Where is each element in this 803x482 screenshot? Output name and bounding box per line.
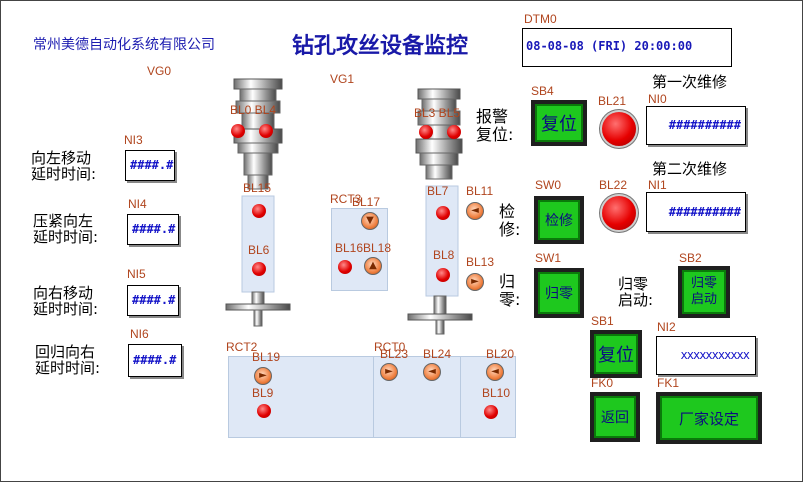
delay-input-ni6[interactable]: ####.# bbox=[128, 344, 182, 377]
button-tag-sw1: SW1 bbox=[535, 251, 562, 265]
button-tag-sw0: SW0 bbox=[535, 178, 562, 192]
lamp-tag-bl10: BL10 bbox=[482, 386, 511, 400]
alarm-reset-label: 报警复位: bbox=[476, 107, 514, 144]
return-button-label: 返回 bbox=[594, 396, 636, 438]
button-tag-sb2: SB2 bbox=[679, 251, 702, 265]
alarm-lamp-bl21 bbox=[602, 112, 636, 146]
zero-button[interactable]: 归零 bbox=[534, 268, 584, 318]
inspect-button[interactable]: 检修 bbox=[534, 196, 584, 244]
panel-rct2 bbox=[228, 356, 516, 438]
panel-tag-rct0: RCT0 bbox=[374, 340, 406, 354]
lamp-tag-bl19: BL19 bbox=[252, 350, 281, 364]
zero-button-label: 归零 bbox=[538, 272, 580, 314]
first-maintenance-display[interactable]: ########## bbox=[646, 106, 746, 145]
indicator-bl17: ▼ bbox=[361, 212, 379, 230]
input-tag-ni2: NI2 bbox=[657, 320, 676, 334]
lamp-tag-bl7: BL7 bbox=[427, 184, 449, 198]
alarm-reset-button-label: 复位 bbox=[535, 104, 583, 142]
panel-rct0 bbox=[373, 356, 461, 438]
indicator-bl13: ► bbox=[466, 273, 484, 291]
zero-label: 归零: bbox=[499, 272, 521, 309]
lamp-tag-bl15: BL15 bbox=[243, 181, 272, 195]
lamp-bl16 bbox=[338, 260, 352, 274]
lamp-tag-bl18: BL18 bbox=[363, 241, 392, 255]
delay-label-left-move: 向左移动延时时间: bbox=[31, 149, 97, 183]
lamp-tag-bl22: BL22 bbox=[599, 178, 628, 192]
button-tag-sb1: SB1 bbox=[591, 314, 614, 328]
indicator-bl19: ► bbox=[254, 367, 272, 385]
factory-settings-button-label: 厂家设定 bbox=[660, 396, 758, 440]
delay-input-ni3[interactable]: ####.# bbox=[125, 150, 175, 181]
button-tag-sb4: SB4 bbox=[531, 84, 554, 98]
lamp-bl9 bbox=[257, 404, 271, 418]
lamp-tag-bl6: BL6 bbox=[248, 243, 270, 257]
lamp-tag-bl17: BL17 bbox=[352, 195, 381, 209]
zero-start-button[interactable]: 归零启动 bbox=[678, 266, 730, 318]
graphic-tag-vg0: VG0 bbox=[147, 64, 172, 78]
button-tag-fk1: FK1 bbox=[657, 376, 680, 390]
button-tag-fk0: FK0 bbox=[591, 376, 614, 390]
reset-button-sb1-label: 复位 bbox=[594, 334, 638, 374]
delay-tag-ni5: NI5 bbox=[127, 267, 146, 281]
indicator-bl11: ◄ bbox=[466, 202, 484, 220]
lamp-bl15 bbox=[252, 204, 266, 218]
second-maintenance-display[interactable]: ########## bbox=[646, 192, 746, 232]
datetime-display: 08-08-08 (FRI) 20:00:00 bbox=[522, 28, 732, 67]
panel-tag-rct3: RCT3 bbox=[330, 192, 362, 206]
lamp-bl4 bbox=[259, 124, 273, 138]
panel-tag-rct2: RCT2 bbox=[226, 340, 258, 354]
lamp-tag-bl0-bl4: BL0 BL4 bbox=[230, 103, 277, 117]
company-name: 常州美德自动化系统有限公司 bbox=[33, 37, 215, 53]
lamp-bl8 bbox=[436, 268, 450, 282]
lamp-tag-bl23: BL23 bbox=[380, 347, 409, 361]
page-title: 钻孔攻丝设备监控 bbox=[292, 33, 469, 59]
factory-settings-button[interactable]: 厂家设定 bbox=[656, 392, 762, 444]
panel-rct3 bbox=[331, 208, 388, 291]
lamp-bl0 bbox=[231, 124, 245, 138]
lamp-tag-bl20: BL20 bbox=[486, 347, 515, 361]
delay-input-ni4[interactable]: ####.# bbox=[127, 214, 179, 245]
lamp-bl3 bbox=[419, 125, 433, 139]
maintenance-tag-ni0: NI0 bbox=[648, 92, 667, 106]
right-drill-graphic bbox=[407, 88, 473, 335]
delay-tag-ni3: NI3 bbox=[124, 133, 143, 147]
lamp-tag-bl24: BL24 bbox=[423, 347, 452, 361]
delay-label-press-left: 压紧向左延时时间: bbox=[33, 212, 99, 246]
indicator-bl18: ▲ bbox=[364, 257, 382, 275]
zero-start-button-label: 归零启动 bbox=[682, 270, 726, 314]
delay-label-return-right: 回归向右延时时间: bbox=[35, 343, 101, 377]
indicator-bl23: ► bbox=[380, 363, 398, 381]
inspect-button-label: 检修 bbox=[538, 200, 580, 240]
lamp-tag-bl11: BL11 bbox=[466, 184, 494, 198]
lamp-tag-bl16: BL16 bbox=[335, 241, 364, 255]
alarm-reset-button[interactable]: 复位 bbox=[531, 100, 587, 146]
lamp-tag-bl3-bl5: BL3 BL5 bbox=[414, 106, 461, 120]
lamp-bl10 bbox=[484, 405, 498, 419]
datetime-tag: DTM0 bbox=[524, 12, 557, 26]
lamp-bl5 bbox=[447, 125, 461, 139]
lamp-tag-bl9: BL9 bbox=[252, 386, 274, 400]
reset-button-sb1[interactable]: 复位 bbox=[590, 330, 642, 378]
second-maintenance-label: 第二次维修 bbox=[652, 160, 728, 178]
graphic-tag-vg1: VG1 bbox=[330, 72, 355, 86]
left-drill-graphic bbox=[225, 78, 291, 327]
maintenance-tag-ni1: NI1 bbox=[648, 178, 667, 192]
delay-tag-ni6: NI6 bbox=[130, 327, 149, 341]
indicator-bl20: ◄ bbox=[486, 363, 504, 381]
inspect-lamp-bl22 bbox=[602, 196, 636, 230]
indicator-bl24: ◄ bbox=[423, 363, 441, 381]
lamp-tag-bl21: BL21 bbox=[598, 94, 627, 108]
ni2-display[interactable]: xxxxxxxxxxx bbox=[656, 336, 756, 375]
zero-start-label: 归零启动: bbox=[618, 275, 654, 309]
return-button[interactable]: 返回 bbox=[590, 392, 640, 442]
delay-label-right-move: 向右移动延时时间: bbox=[33, 284, 99, 318]
delay-input-ni5[interactable]: ####.# bbox=[127, 285, 179, 316]
first-maintenance-label: 第一次维修 bbox=[652, 73, 728, 91]
lamp-tag-bl13: BL13 bbox=[466, 255, 495, 269]
lamp-bl6 bbox=[252, 262, 266, 276]
lamp-bl7 bbox=[436, 206, 450, 220]
inspect-label: 检修: bbox=[499, 202, 521, 239]
lamp-tag-bl8: BL8 bbox=[433, 248, 455, 262]
delay-tag-ni4: NI4 bbox=[128, 197, 147, 211]
